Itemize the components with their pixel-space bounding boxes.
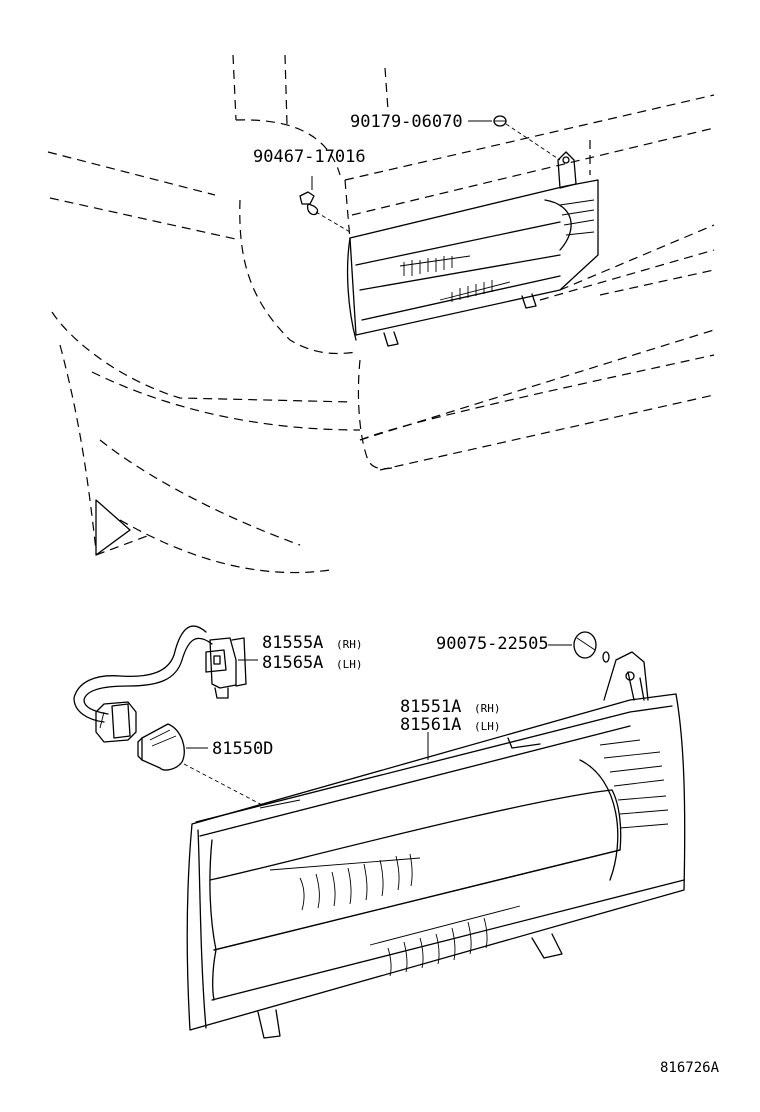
diagram-ref-number: 816726A xyxy=(660,1060,720,1076)
socket-with-wire-icon xyxy=(73,625,247,743)
top-clip-icon xyxy=(299,191,319,216)
label-clip: 90467-17016 xyxy=(253,147,366,167)
label-socket-lh: 81565A xyxy=(262,653,323,673)
vehicle-body-outline xyxy=(47,54,715,574)
lamp-assembly xyxy=(186,651,686,1039)
washer-icon xyxy=(573,631,597,659)
installed-inner-lamp xyxy=(346,151,599,347)
label-socket-lh-side: (LH) xyxy=(336,658,363,671)
top-nut-icon xyxy=(493,115,507,127)
label-lamp-lh: 81561A xyxy=(400,715,461,735)
label-nut: 90179-06070 xyxy=(350,112,463,132)
label-lamp-lh-side: (LH) xyxy=(474,720,501,733)
label-socket-rh-side: (RH) xyxy=(336,638,363,651)
label-socket-rh: 81555A xyxy=(262,633,323,653)
bulb-icon xyxy=(137,723,185,771)
label-lamp-rh-side: (RH) xyxy=(474,702,501,715)
label-lamp-rh: 81551A xyxy=(400,697,461,717)
label-bulb: 81550D xyxy=(212,739,273,759)
label-washer: 90075-22505 xyxy=(436,634,549,654)
